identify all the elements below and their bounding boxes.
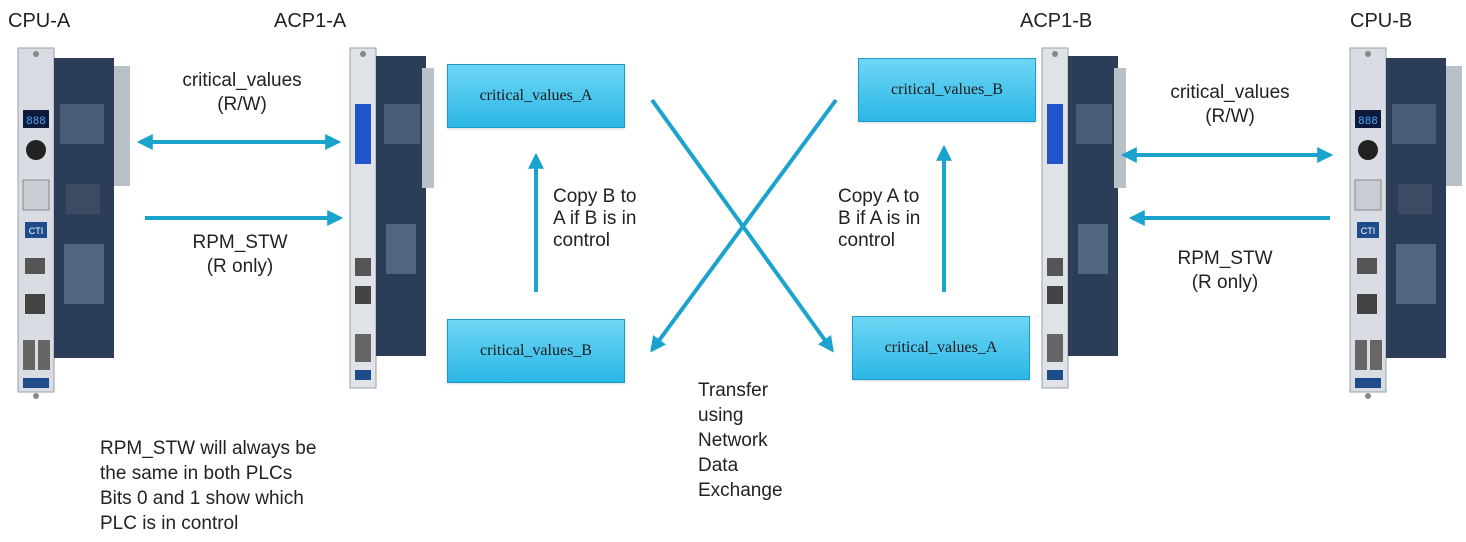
right-rpm-label: RPM_STW [1177, 248, 1273, 269]
transfer-note: Transfer using Network Data Exchange [698, 380, 783, 501]
cpu-a-module: 888 CTI [17, 47, 130, 399]
arrow-cross-b-to-a [650, 98, 838, 353]
right-critical-label: critical_values [1170, 82, 1290, 103]
cpu-b-brand-text: CTI [1361, 226, 1376, 236]
acp1-b-module [1041, 47, 1126, 389]
cpu-a-label: CPU-A [8, 10, 71, 32]
copy-b-to-a-note: Copy B to A if B is in control [553, 186, 637, 251]
left-critical-label: critical_values [182, 70, 302, 91]
acp1-a-label: ACP1-A [274, 10, 347, 32]
left-critical-mode: (R/W) [217, 94, 267, 115]
acp1-a-module [349, 47, 434, 389]
cpu-a-display-text: 888 [26, 116, 46, 128]
right-critical-mode: (R/W) [1205, 106, 1255, 127]
acp1-b-label: ACP1-B [1020, 10, 1093, 32]
left-rpm-label: RPM_STW [192, 232, 288, 253]
rpm-stw-note: RPM_STW will always be the same in both … [100, 438, 317, 534]
cpu-b-label: CPU-B [1350, 10, 1413, 32]
cpu-a-brand-text: CTI [29, 226, 44, 236]
cpu-b-module: 888 CTI [1349, 47, 1462, 399]
left-rpm-mode: (R only) [206, 256, 274, 277]
copy-a-to-b-note: Copy A to B if A is in control [838, 186, 921, 251]
box-critical-values-b-left: critical_values_B [447, 319, 625, 383]
cpu-b-display-text: 888 [1358, 116, 1378, 128]
box-critical-values-a-left: critical_values_A [447, 64, 625, 128]
right-rpm-mode: (R only) [1191, 272, 1259, 293]
box-critical-values-b-right: critical_values_B [858, 58, 1036, 122]
box-critical-values-a-right: critical_values_A [852, 316, 1030, 380]
